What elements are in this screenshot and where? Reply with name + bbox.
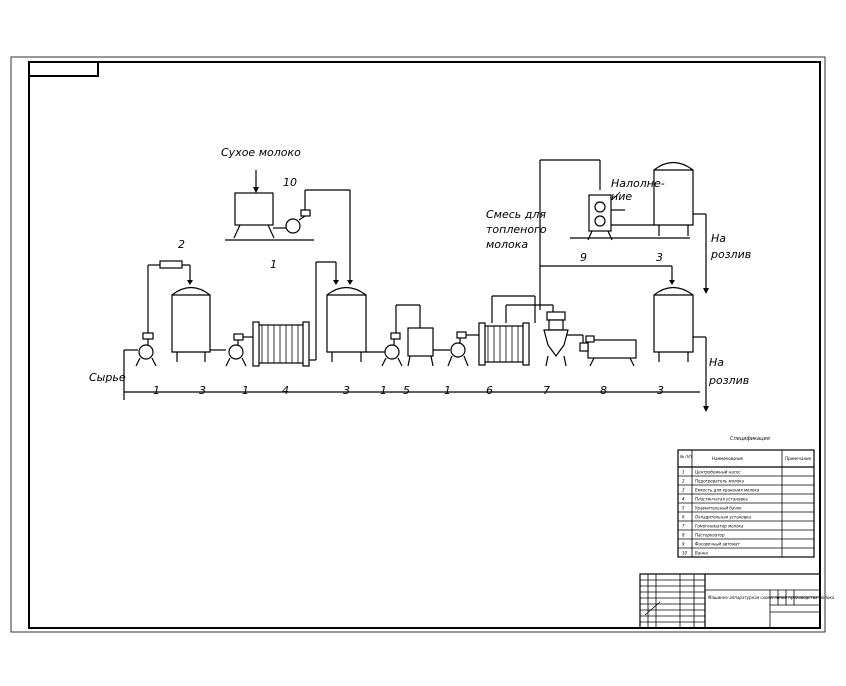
raw-material-label: Сырье: [89, 371, 126, 384]
plate-unit-icon: [252, 321, 310, 367]
item-number: 5: [403, 384, 410, 397]
heater-icon: [159, 260, 183, 269]
item-number: 3: [657, 384, 664, 397]
spec-row-number: 7: [682, 524, 685, 529]
spec-row-name: Емкость для хранения молока: [695, 488, 760, 493]
item-number: 1: [444, 384, 451, 397]
spec-col-note: Примечание: [785, 456, 812, 461]
item-number: 9: [580, 251, 587, 264]
bottling-label-top-2: розлив: [710, 248, 751, 261]
spec-row-name: Центробежный насос: [695, 470, 741, 475]
bottling-label-top-1: На: [711, 232, 726, 245]
filling-label-cont: ние: [611, 190, 632, 203]
spec-col-num: № п/п: [679, 454, 692, 459]
spec-row-number: 9: [682, 542, 685, 547]
pump-icon: [381, 332, 403, 367]
spec-row-name: Фасовочный автомат: [695, 542, 740, 547]
tank-icon: [653, 161, 694, 236]
spec-row-number: 6: [682, 515, 685, 520]
pump-icon: [135, 332, 157, 367]
item-number: 4: [282, 384, 289, 397]
item-number: 6: [486, 384, 493, 397]
spec-row-name: Пастеризатор: [695, 533, 725, 538]
spec-row-name: Подогреватель молока: [695, 479, 744, 484]
bottling-label-bottom-1: На: [709, 356, 724, 369]
item-number: 1: [380, 384, 387, 397]
mixing-vessel-icon: [233, 192, 275, 239]
mix-label-line1: Смесь для: [486, 208, 546, 221]
balance-tank-icon: [407, 327, 434, 367]
stamp-title: Машинно-аппаратурная схема линии произво…: [708, 595, 835, 600]
pump-icon: [285, 209, 311, 234]
title-block: [639, 573, 821, 629]
pasteurizer-icon: [579, 335, 637, 367]
spec-row-name: Пластинчатая установка: [695, 497, 748, 502]
item-number: 3: [199, 384, 206, 397]
item-number: 7: [543, 384, 550, 397]
spec-row-name: Гомогенизатор молока: [695, 524, 744, 529]
spec-row-number: 4: [682, 497, 685, 502]
cooling-unit-icon: [478, 322, 530, 366]
spec-col-name: Наименование: [712, 456, 744, 461]
pump-icon: [225, 333, 247, 367]
spec-row-number: 3: [682, 488, 685, 493]
homogenizer-icon: [543, 311, 569, 367]
spec-row-number: 8: [682, 533, 685, 538]
item-number: 2: [178, 238, 185, 251]
spec-row-number: 10: [682, 551, 688, 556]
item-number: 1: [153, 384, 160, 397]
spec-row-name: Ванна: [695, 551, 708, 556]
tank-icon: [171, 286, 211, 362]
spec-row-number: 2: [682, 479, 685, 484]
item-number: 8: [600, 384, 607, 397]
spec-title: Спецификация: [730, 436, 770, 442]
filling-label: Налолне-: [611, 177, 665, 190]
bottling-label-bottom-2: розлив: [708, 374, 749, 387]
spec-row-name: Уравнительный бачок: [695, 506, 742, 511]
inner-frame: [28, 61, 821, 629]
tank-icon: [326, 286, 367, 362]
filling-machine-icon: [587, 194, 613, 241]
item-number: 3: [343, 384, 350, 397]
mix-label-line2: топленого: [486, 223, 547, 236]
dry-milk-label: Сухое молоко: [221, 146, 301, 159]
spec-row-number: 5: [682, 506, 685, 511]
item-number: 3: [656, 251, 663, 264]
spec-row-name: Охладительная установка: [695, 515, 752, 520]
item-number: 1: [242, 384, 249, 397]
outer-sheet-border: [10, 56, 826, 633]
tank-icon: [653, 286, 694, 362]
corner-stamp-box: [28, 61, 99, 77]
item-number: 10: [283, 176, 297, 189]
mix-label-line3: молока: [486, 238, 528, 251]
pump-icon: [447, 331, 469, 367]
spec-row-number: 1: [682, 470, 685, 475]
item-number: 1: [270, 258, 277, 271]
